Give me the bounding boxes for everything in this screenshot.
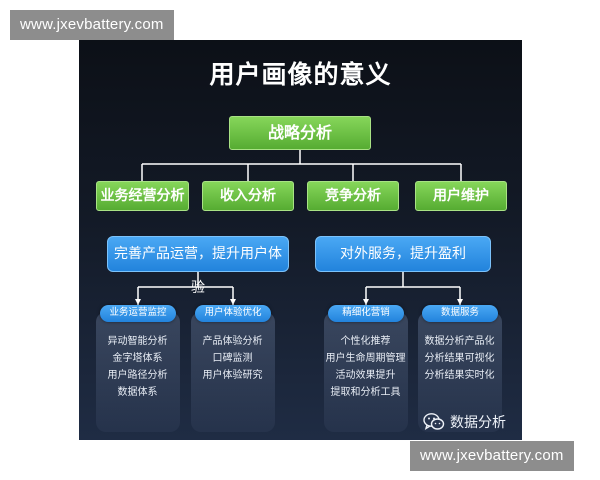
- node-revenue-analysis: 收入分析: [202, 181, 294, 211]
- card-precision-marketing: [324, 312, 408, 432]
- diagram-panel: 用户画像的意义 战略分析 业务经营分析 收入分析 竞争分析 用户维护 完善产品运…: [79, 40, 522, 440]
- node-user-maintenance: 用户维护: [415, 181, 507, 211]
- card-item: 分析结果实时化: [424, 370, 495, 381]
- card-item: 数据体系: [117, 387, 158, 398]
- group-external-services: 对外服务，提升盈利: [315, 236, 491, 272]
- brand-signature: 数据分析: [423, 411, 506, 433]
- card-item: 活动效果提升: [335, 370, 396, 381]
- card-item: 产品体验分析: [202, 336, 263, 347]
- card-label: 用户体验优化: [195, 305, 271, 322]
- card-experience-optimization: [191, 312, 275, 432]
- watermark-top: www.jxevbattery.com: [10, 10, 174, 40]
- card-items: 个性化推荐 用户生命周期管理 活动效果提升 提取和分析工具: [318, 333, 413, 401]
- card-data-services: [418, 312, 502, 432]
- group-product-operations: 完善产品运营，提升用户体验: [107, 236, 289, 296]
- card-item: 用户体验研究: [202, 370, 263, 381]
- diagram-title: 用户画像的意义: [209, 60, 392, 89]
- card-items: 异动智能分析 金字塔体系 用户路径分析 数据体系: [90, 333, 185, 401]
- card-item: 个性化推荐: [340, 336, 391, 347]
- card-item: 口碑监测: [212, 353, 253, 364]
- card-item: 提取和分析工具: [330, 387, 401, 398]
- card-item: 用户路径分析: [107, 370, 168, 381]
- wechat-icon: [423, 413, 445, 431]
- card-item: 异动智能分析: [107, 336, 168, 347]
- root-node: 战略分析: [229, 116, 371, 150]
- card-business-monitoring: [96, 312, 180, 432]
- card-label: 精细化营销: [328, 305, 404, 322]
- card-label: 业务运营监控: [100, 305, 176, 322]
- card-item: 用户生命周期管理: [325, 353, 406, 364]
- card-item: 金字塔体系: [112, 353, 163, 364]
- card-items: 数据分析产品化 分析结果可视化 分析结果实时化: [412, 333, 507, 384]
- brand-text: 数据分析: [450, 415, 506, 431]
- connector-lines: [135, 150, 463, 305]
- watermark-bottom: www.jxevbattery.com: [410, 441, 574, 471]
- card-label: 数据服务: [422, 305, 498, 322]
- card-items: 产品体验分析 口碑监测 用户体验研究: [185, 333, 280, 384]
- card-item: 数据分析产品化: [424, 336, 495, 347]
- node-competition-analysis: 竞争分析: [307, 181, 399, 211]
- card-item: 分析结果可视化: [424, 353, 495, 364]
- node-business-analysis: 业务经营分析: [96, 181, 189, 211]
